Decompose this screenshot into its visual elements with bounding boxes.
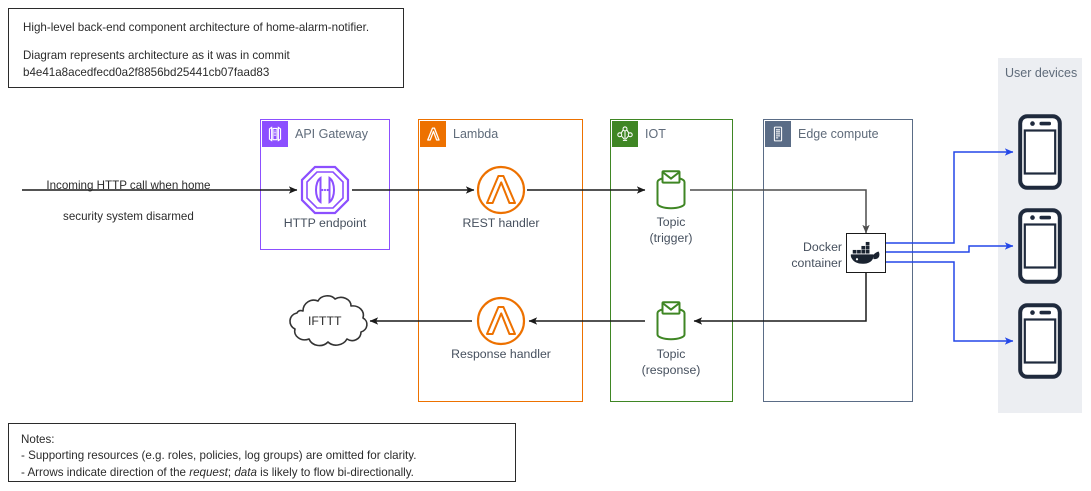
group-label-edge-compute: Edge compute <box>798 127 879 141</box>
description-note-box: High-level back-end component architectu… <box>8 8 404 88</box>
description-line-3: b4e41a8acedfecd0a2f8856bd25441cb07faad83 <box>23 65 270 79</box>
phone-icon-1 <box>1018 114 1062 195</box>
incoming-flow-label-line-1: Incoming HTTP call when home <box>46 178 211 192</box>
cloud-shape-ifttt <box>281 291 373 358</box>
group-iot <box>610 119 733 402</box>
group-lambda <box>418 119 583 402</box>
user-devices-title: User devices <box>1005 66 1078 80</box>
http-endpoint-caption: HTTP endpoint <box>283 216 367 230</box>
notes-b2-c: is likely to flow bi-directionally. <box>256 465 414 479</box>
ifttt-label: IFTTT <box>308 314 342 328</box>
description-line-1: High-level back-end component architectu… <box>23 21 370 34</box>
group-label-iot: IOT <box>645 127 666 141</box>
iot-icon <box>612 121 638 147</box>
edge-docker-to-phone-1 <box>886 148 1014 244</box>
group-title-edge-compute: Edge compute <box>765 121 879 147</box>
group-title-lambda: Lambda <box>420 121 498 147</box>
description-line-2: Diagram represents architecture as it wa… <box>23 49 290 63</box>
http-endpoint-icon <box>300 165 350 220</box>
iot-topic-icon-trigger <box>647 165 695 220</box>
edge-docker-to-phone-2 <box>886 242 1014 253</box>
lambda-function-icon-rest <box>476 165 526 220</box>
docker-container-box <box>846 233 886 273</box>
notes-bullet-2: - Arrows indicate direction of the reque… <box>21 465 503 481</box>
notes-b2-a: - Arrows indicate direction of the <box>21 465 190 479</box>
notes-b2-em-data: data <box>234 465 257 479</box>
description-spacer <box>23 36 389 48</box>
notes-box: Notes: - Supporting resources (e.g. role… <box>8 423 516 482</box>
notes-title: Notes: <box>21 433 55 446</box>
edge-docker-to-topic-response <box>693 273 867 325</box>
topic-response-caption: Topic (response) <box>641 347 701 377</box>
edge-docker-to-phone-3 <box>886 261 1014 345</box>
docker-whale-icon <box>850 241 880 264</box>
docker-container-caption: Docker container <box>791 240 842 270</box>
phone-icon-2 <box>1018 208 1062 289</box>
incoming-flow-label: Incoming HTTP call when home security sy… <box>22 162 222 240</box>
phone-icon-3 <box>1018 303 1062 384</box>
edge-topic-trigger-to-docker <box>690 189 870 234</box>
server-rack-icon <box>765 121 791 147</box>
iot-topic-icon-response <box>647 296 695 351</box>
notes-bullet-1: - Supporting resources (e.g. roles, poli… <box>21 449 417 463</box>
incoming-flow-label-line-2: security system disarmed <box>63 209 194 223</box>
group-label-lambda: Lambda <box>453 127 499 141</box>
notes-b2-em-request: request <box>189 465 228 479</box>
group-title-api-gateway: API Gateway <box>262 121 368 147</box>
lambda-function-icon-response <box>476 296 526 351</box>
lambda-icon <box>420 121 446 147</box>
notes-b2-b: ; <box>227 465 235 479</box>
api-gateway-icon <box>262 121 288 147</box>
group-label-api-gateway: API Gateway <box>295 127 368 141</box>
rest-handler-caption: REST handler <box>462 216 540 230</box>
topic-trigger-caption: Topic (trigger) <box>649 215 693 245</box>
group-edge-compute <box>763 119 913 402</box>
group-title-iot: IOT <box>612 121 666 147</box>
group-api-gateway <box>260 119 390 250</box>
response-handler-caption: Response handler <box>451 347 551 361</box>
